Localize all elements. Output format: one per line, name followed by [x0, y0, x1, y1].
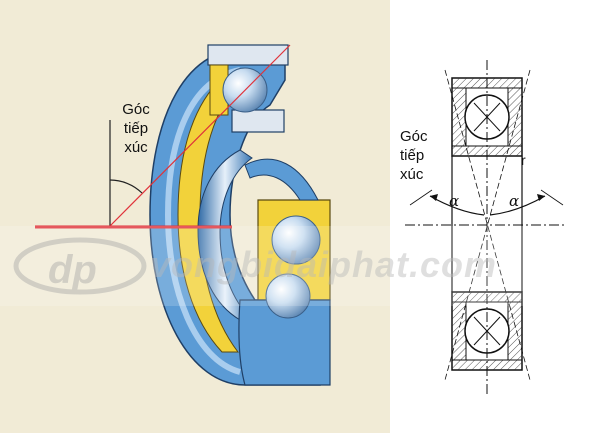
contact-angle-label-left: Góc tiếp xúc — [122, 101, 150, 156]
section-drawing: α α r — [405, 60, 567, 395]
contact-angle-label-right: Góc tiếp xúc — [400, 128, 428, 183]
top-section-inner — [231, 109, 285, 133]
watermark: dp — [0, 226, 607, 306]
radius-label: r — [521, 152, 526, 168]
bottom-ball-2 — [265, 273, 311, 319]
bottom-ball-1 — [271, 215, 321, 265]
cage — [177, 77, 240, 353]
contact-angle-construction-left — [35, 44, 291, 229]
watermark-logo: dp — [13, 237, 147, 295]
alpha-label-right: α — [509, 192, 519, 210]
svg-text:dp: dp — [48, 248, 97, 292]
bearing-3d-cutaway — [149, 44, 331, 386]
top-section-outer — [207, 44, 289, 66]
watermark-text: vongbidaiphat.com — [150, 244, 498, 285]
alpha-label-left: α — [449, 192, 459, 210]
